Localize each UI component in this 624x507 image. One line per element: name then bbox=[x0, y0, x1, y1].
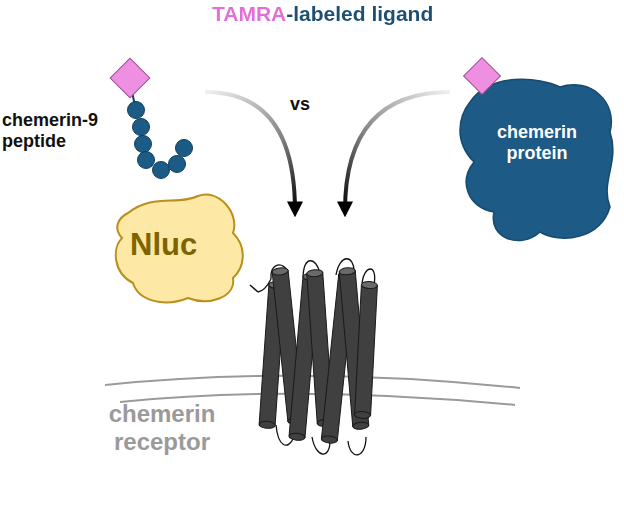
transmembrane-helix bbox=[354, 281, 377, 419]
nluc-node: Nluc bbox=[108, 188, 250, 308]
amino-acid-bead bbox=[169, 156, 186, 173]
node-label: chemerin-9 peptide bbox=[2, 110, 114, 152]
binding-arrow bbox=[250, 285, 258, 292]
receptor-node: chemerin receptor bbox=[258, 215, 383, 465]
amino-acid-bead bbox=[153, 162, 170, 179]
protein-blob bbox=[460, 79, 613, 240]
amino-acid-bead bbox=[128, 102, 145, 119]
amino-acid-bead bbox=[133, 119, 150, 136]
amino-acid-bead bbox=[138, 152, 155, 169]
node-label: chemerin protein bbox=[478, 122, 596, 164]
amino-acid-bead bbox=[176, 140, 193, 157]
binding-arrow bbox=[345, 92, 450, 211]
receptor-loop bbox=[348, 437, 366, 455]
comparison-label: vs bbox=[290, 94, 310, 115]
nluc-blob bbox=[116, 194, 243, 302]
peptide-node: chemerin-9 peptide bbox=[0, 52, 205, 187]
binding-arrow bbox=[205, 92, 295, 211]
amino-acid-bead bbox=[135, 136, 152, 153]
title: TAMRA-labeled ligand bbox=[212, 2, 433, 26]
tamra-label bbox=[110, 58, 150, 98]
node-label: chemerin receptor bbox=[92, 400, 232, 456]
protein-node: chemerin protein bbox=[450, 62, 620, 247]
membrane-line bbox=[105, 376, 520, 388]
tamra-label bbox=[464, 58, 501, 95]
node-label: Nluc bbox=[130, 228, 197, 262]
receptor-shape bbox=[258, 215, 383, 465]
